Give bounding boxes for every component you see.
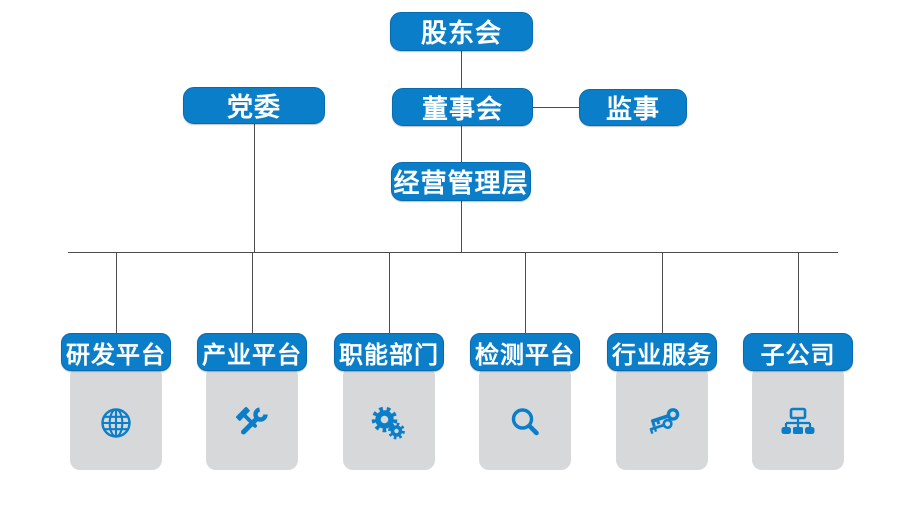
keys-icon <box>642 403 682 443</box>
sitemap-icon <box>778 403 818 443</box>
gears-icon <box>369 403 409 443</box>
connector-party-bus <box>254 124 255 253</box>
dept-card <box>343 366 435 470</box>
node-subsidiary: 子公司 <box>743 333 853 371</box>
globe-icon <box>96 403 136 443</box>
node-management: 经营管理层 <box>391 162 531 201</box>
node-supervisor: 监事 <box>579 89 687 126</box>
connector-drop-4 <box>525 253 526 333</box>
connector-drop-3 <box>389 253 390 333</box>
dept-card <box>206 366 298 470</box>
connector-management-bus <box>461 201 462 253</box>
node-industry-services: 行业服务 <box>607 333 717 371</box>
connector-board-supervisor <box>533 107 579 108</box>
dept-card <box>479 366 571 470</box>
dept-card <box>616 366 708 470</box>
hammer-wrench-icon <box>232 403 272 443</box>
node-board-of-directors: 董事会 <box>392 88 533 126</box>
connector-drop-1 <box>116 253 117 333</box>
connector-drop-5 <box>662 253 663 333</box>
connector-shareholders-board <box>461 51 462 88</box>
connector-board-management <box>461 126 462 162</box>
connector-drop-2 <box>252 253 253 333</box>
dept-card <box>752 366 844 470</box>
node-shareholders: 股东会 <box>390 12 533 51</box>
connector-drop-6 <box>798 253 799 333</box>
connector-bus <box>68 252 838 253</box>
node-testing-platform: 检测平台 <box>470 333 580 371</box>
node-party-committee: 党委 <box>183 87 325 124</box>
node-industry-platform: 产业平台 <box>197 333 307 371</box>
node-functional-departments: 职能部门 <box>334 333 444 371</box>
dept-card <box>70 366 162 470</box>
node-rd-platform: 研发平台 <box>61 333 171 371</box>
magnifier-icon <box>505 403 545 443</box>
